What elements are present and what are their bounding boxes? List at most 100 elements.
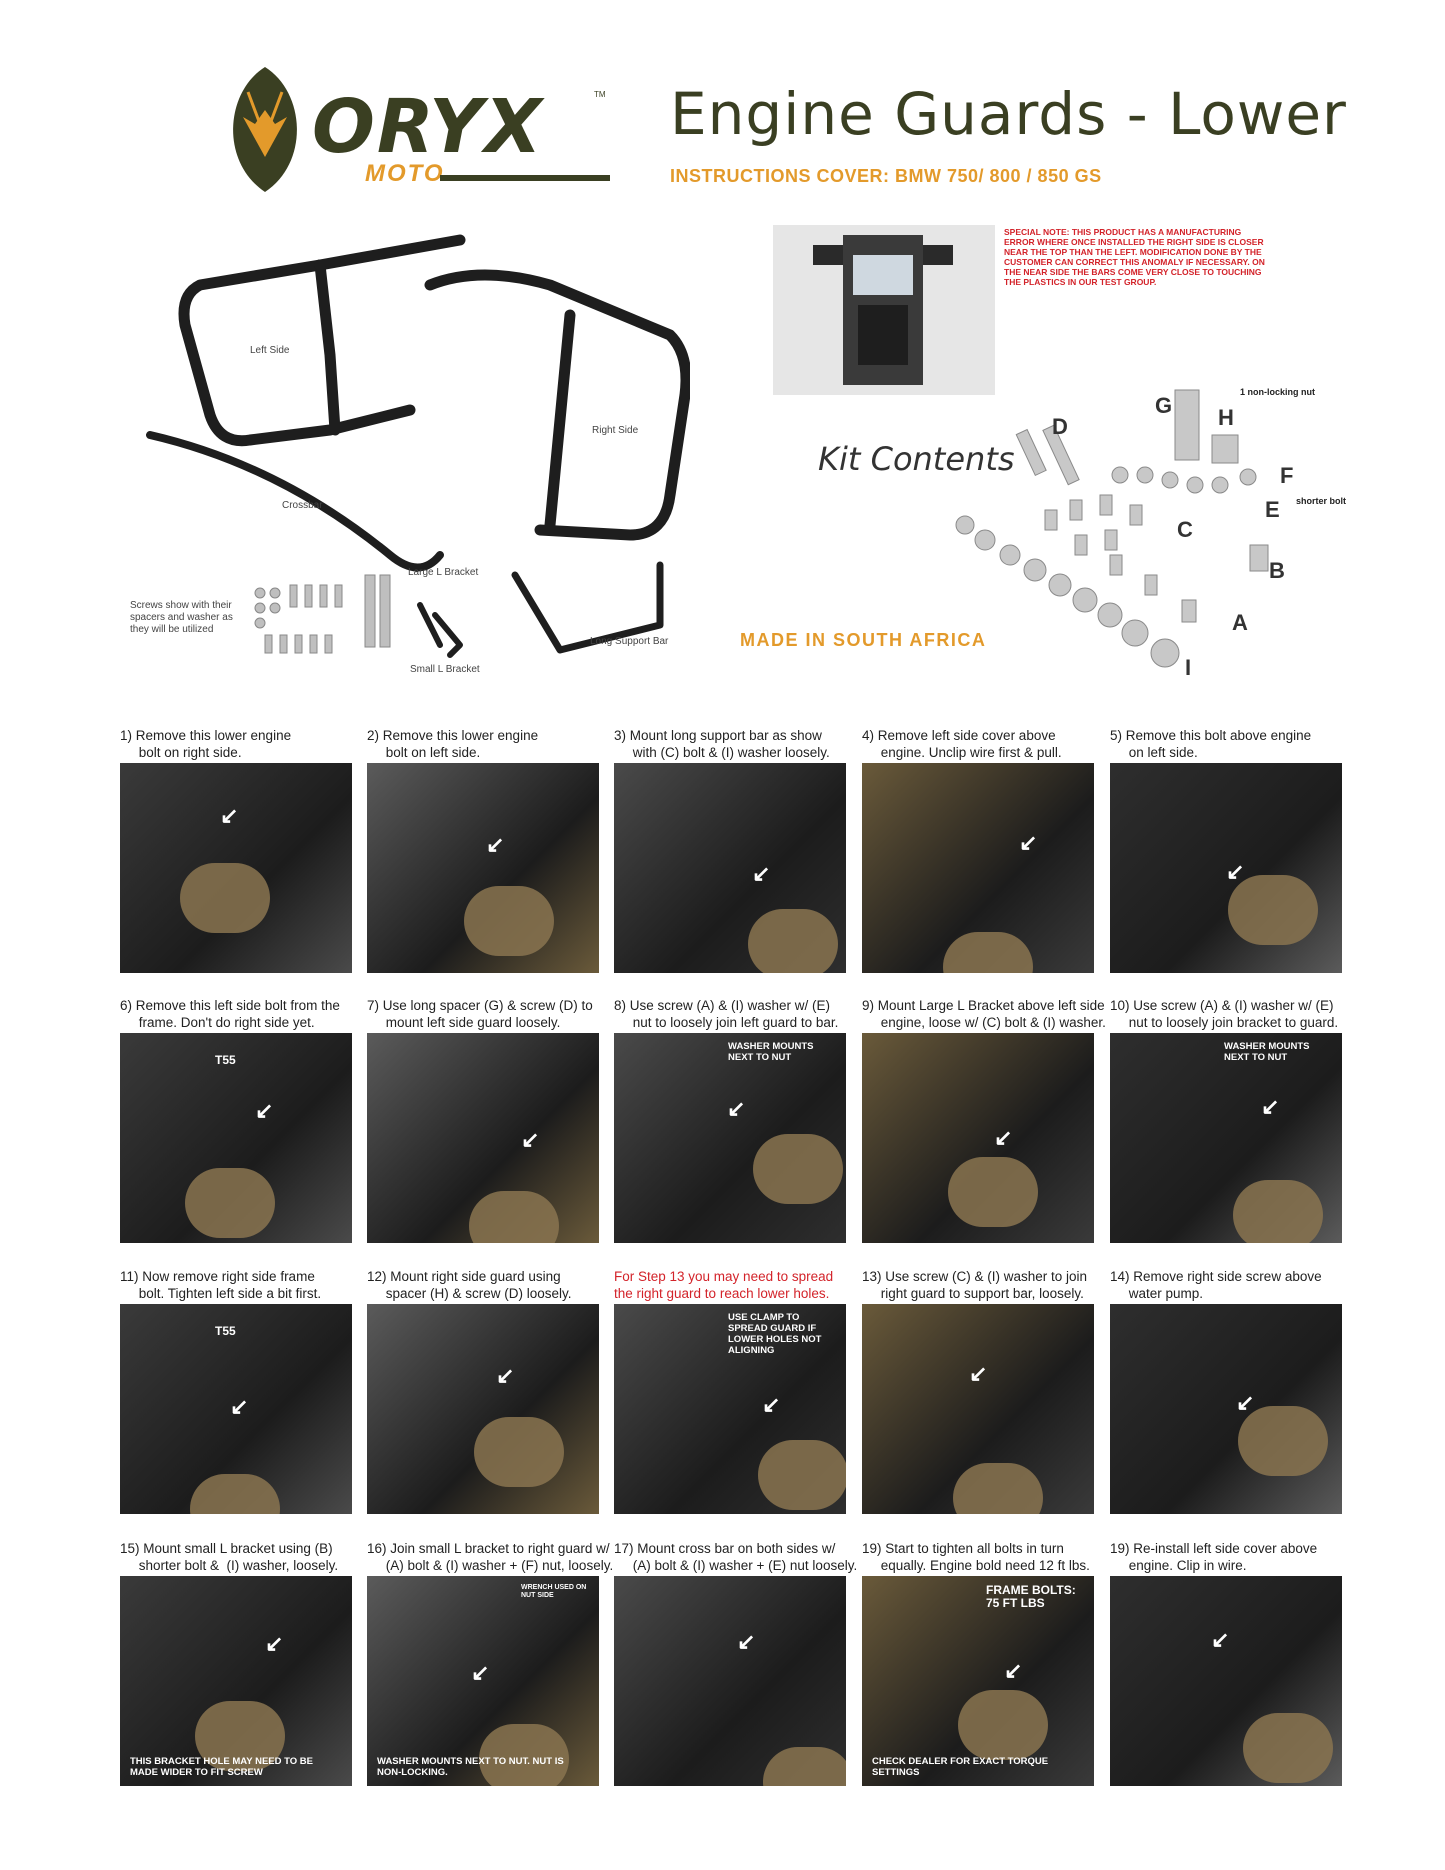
pointer-arrow-icon: ↙ (1261, 1094, 1280, 1119)
step-caption: 4) Remove left side cover above engine. … (862, 728, 1062, 760)
kit-letter-d: D (1052, 414, 1068, 439)
glove-shape (1233, 1180, 1323, 1243)
step-caption: 19) Start to tighten all bolts in turn e… (862, 1541, 1090, 1573)
step-14: 13) Use screw (C) & (I) washer to join r… (862, 1268, 1094, 1530)
step-photo: ↙ (1110, 1304, 1342, 1514)
step-15: 14) Remove right side screw above water … (1110, 1268, 1342, 1530)
glove-shape (464, 886, 554, 956)
step-10: 10) Use screw (A) & (I) washer w/ (E) nu… (1110, 997, 1342, 1259)
glove-shape (469, 1191, 559, 1243)
pointer-arrow-icon: ↙ (1004, 1658, 1023, 1683)
step-8: 8) Use screw (A) & (I) washer w/ (E) nut… (614, 997, 846, 1259)
step-photo: ↙ WASHER MOUNTS NEXT TO NUT (1110, 1033, 1342, 1243)
pointer-arrow-icon: ↙ (1019, 830, 1038, 855)
step-3: 3) Mount long support bar as show with (… (614, 727, 846, 989)
pointer-arrow-icon: ↙ (1226, 859, 1245, 884)
pointer-arrow-icon: ↙ (471, 1660, 490, 1685)
glove-shape (190, 1474, 280, 1514)
brand-sub: MOTO (365, 160, 445, 187)
label-right-side: Right Side (592, 425, 639, 436)
step-18: 17) Mount cross bar on both sides w/ (A)… (614, 1540, 858, 1802)
glove-shape (185, 1168, 275, 1238)
step-annotation: T55 (215, 1053, 236, 1067)
step-photo: ↙ (862, 763, 1094, 973)
step-annotation-secondary: FRAME BOLTS: 75 FT LBS (986, 1583, 1076, 1610)
step-12: 12) Mount right side guard using spacer … (367, 1268, 599, 1530)
left-guard-shape (178, 259, 416, 447)
step-photo: ↙ T55 (120, 1033, 352, 1243)
small-l-shape (432, 612, 463, 658)
step-photo: ↙ (862, 1304, 1094, 1514)
special-note: SPECIAL NOTE: THIS PRODUCT HAS A MANUFAC… (1004, 227, 1265, 287)
kit-letter-h: H (1218, 405, 1234, 430)
pointer-arrow-icon: ↙ (486, 832, 505, 857)
glove-shape (763, 1747, 846, 1786)
step-4: 4) Remove left side cover above engine. … (862, 727, 1094, 989)
glove-shape (474, 1417, 564, 1487)
pointer-arrow-icon: ↙ (1236, 1390, 1255, 1415)
kit-title: Kit Contents (818, 440, 1015, 478)
step-1: 1) Remove this lower engine bolt on righ… (120, 727, 352, 989)
kit-shorter-bolt-note: shorter bolt (1296, 496, 1347, 506)
step-7: 7) Use long spacer (G) & screw (D) to mo… (367, 997, 599, 1259)
step-photo: ↙ (1110, 763, 1342, 973)
step-annotation: WASHER MOUNTS NEXT TO NUT (1224, 1041, 1310, 1063)
pointer-arrow-icon: ↙ (521, 1127, 540, 1152)
step-caption: 6) Remove this left side bolt from the f… (120, 998, 340, 1030)
step-photo: ↙T55 (120, 1304, 352, 1514)
step-13: For Step 13 you may need to spread the r… (614, 1268, 846, 1530)
step-photo: ↙ (367, 1304, 599, 1514)
pointer-arrow-icon: ↙ (255, 1098, 274, 1123)
step-annotation: USE CLAMP TO SPREAD GUARD IF LOWER HOLES… (728, 1312, 822, 1356)
step-annotation-secondary: WRENCH USED ON NUT SIDE (521, 1584, 587, 1599)
step-photo: ↙ (862, 1033, 1094, 1243)
glove-shape (195, 1701, 285, 1771)
step-photo: ↙ CHECK DEALER FOR EXACT TORQUE SETTINGS F… (862, 1576, 1094, 1786)
glove-shape (1238, 1406, 1328, 1476)
label-small-l: Small L Bracket (410, 664, 480, 675)
pointer-arrow-icon: ↙ (265, 1631, 284, 1656)
step-11: 11) Now remove right side frame bolt. Ti… (120, 1268, 352, 1530)
glove-shape (180, 863, 270, 933)
crossbar-shape (146, 431, 444, 572)
step-photo: ↙ (367, 763, 599, 973)
step-photo: ↙ (367, 1033, 599, 1243)
pointer-arrow-icon: ↙ (496, 1363, 515, 1388)
step-annotation: CHECK DEALER FOR EXACT TORQUE SETTINGS (872, 1756, 1049, 1778)
glove-shape (758, 1440, 846, 1510)
step-6: 6) Remove this left side bolt from the f… (120, 997, 352, 1259)
step-caption: 12) Mount right side guard using spacer … (367, 1269, 572, 1301)
pointer-arrow-icon: ↙ (1211, 1627, 1230, 1652)
step-caption: 9) Mount Large L Bracket above left side… (862, 998, 1106, 1030)
long-support-bar-shape (511, 561, 664, 654)
step-annotation: WASHER MOUNTS NEXT TO NUT. NUT IS NON-LO… (377, 1756, 564, 1778)
step-caption: 19) Re-install left side cover above eng… (1110, 1541, 1318, 1573)
step-photo: ↙ (120, 763, 352, 973)
kit-letter-a: A (1232, 610, 1248, 635)
step-annotation: WASHER MOUNTS NEXT TO NUT (728, 1041, 814, 1063)
pointer-arrow-icon: ↙ (220, 803, 239, 828)
step-5: 5) Remove this bolt above engine on left… (1110, 727, 1342, 989)
trademark: TM (594, 90, 606, 99)
parts-overview-diagram (146, 234, 690, 658)
pointer-arrow-icon: ↙ (727, 1096, 746, 1121)
pointer-arrow-icon: ↙ (752, 861, 771, 886)
made-in-label: MADE IN SOUTH AFRICA (740, 630, 987, 650)
kit-letter-e: E (1265, 497, 1280, 522)
step-photo: ↙ (614, 763, 846, 973)
label-screws-note: Screws show with their spacers and washe… (130, 600, 233, 635)
label-left-side: Left Side (250, 345, 290, 356)
step-caption: 17) Mount cross bar on both sides w/ (A)… (614, 1541, 858, 1573)
step-photo: ↙USE CLAMP TO SPREAD GUARD IF LOWER HOLE… (614, 1304, 846, 1514)
bike-front-photo (773, 225, 995, 395)
step-9: 9) Mount Large L Bracket above left side… (862, 997, 1106, 1259)
step-photo: ↙ WASHER MOUNTS NEXT TO NUT (614, 1033, 846, 1243)
step-caption: 13) Use screw (C) & (I) washer to join r… (862, 1269, 1088, 1301)
step-caption: 5) Remove this bolt above engine on left… (1110, 728, 1312, 760)
step-caption: 7) Use long spacer (G) & screw (D) to mo… (367, 998, 593, 1030)
kit-contents-diagram (955, 389, 1269, 668)
glove-shape (943, 932, 1033, 973)
kit-letter-c: C (1177, 517, 1193, 542)
step-photo: ↙THIS BRACKET HOLE MAY NEED TO BE MADE W… (120, 1576, 352, 1786)
step-caption: 11) Now remove right side frame bolt. Ti… (120, 1269, 322, 1301)
